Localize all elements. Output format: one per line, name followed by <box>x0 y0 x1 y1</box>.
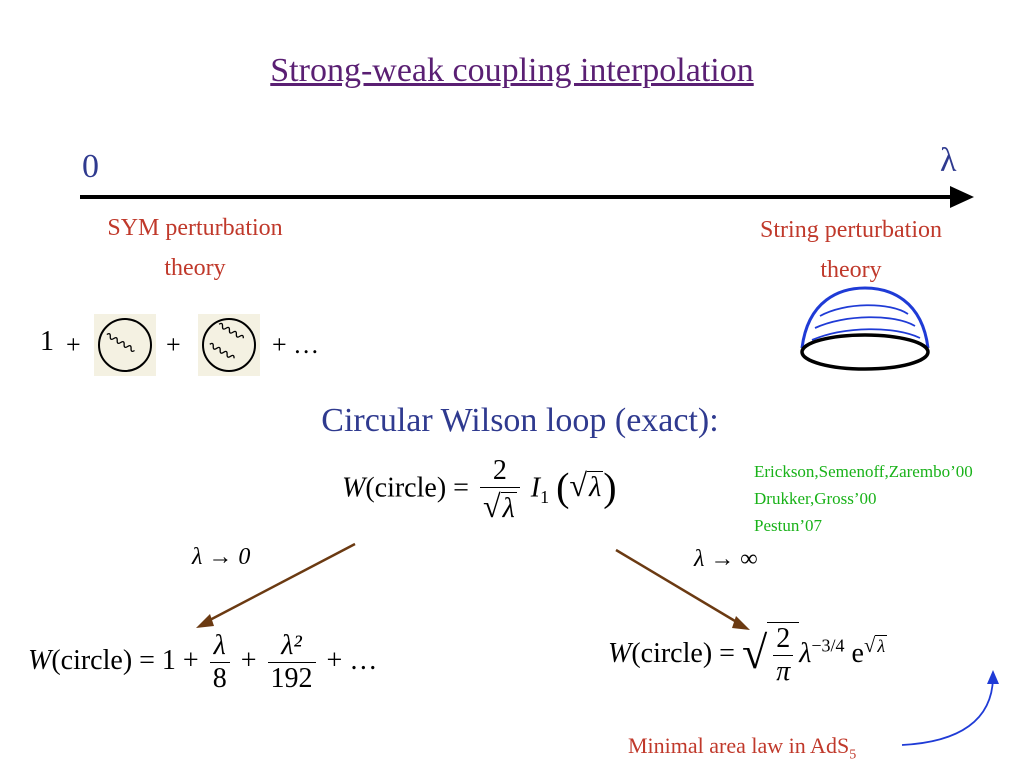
minimal-area-sub: 5 <box>849 747 856 762</box>
weak-coupling-arrowhead <box>196 614 214 628</box>
weak-formula-W: W <box>28 645 51 676</box>
minimal-area-text: Minimal area law in AdS <box>628 733 849 758</box>
strong-formula-W: W <box>608 638 631 669</box>
weak-fraction-2-den: 192 <box>268 662 316 695</box>
strong-coupling-limit: λ → ∞ <box>694 546 758 573</box>
strong-exp-sqrt: √λ <box>864 636 887 656</box>
weak-coupling-formula: W(circle) = 1 + λ 8 + λ² 192 + … <box>28 630 377 695</box>
weak-fraction-2: λ² 192 <box>268 630 316 695</box>
weak-fraction-2-num: λ² <box>268 630 316 662</box>
minimal-area-annotation: Minimal area law in AdS5 <box>628 733 856 763</box>
strong-exponent: −3/4 <box>811 636 844 656</box>
strong-exp-sqrt-body: λ <box>875 635 887 656</box>
annotation-arrowhead <box>987 670 999 684</box>
strong-fraction-num: 2 <box>773 623 793 655</box>
weak-fraction-1: λ 8 <box>210 630 230 695</box>
strong-fraction-den: π <box>773 655 793 688</box>
weak-fraction-1-den: 8 <box>210 662 230 695</box>
weak-fraction-1-num: λ <box>210 630 230 662</box>
weak-tail: + … <box>327 645 378 676</box>
strong-formula-lhs: (circle) = <box>631 638 735 669</box>
annotation-arrow <box>902 678 993 745</box>
weak-coupling-limit: λ → 0 <box>192 544 250 571</box>
weak-formula-lhs: (circle) = 1 + <box>51 645 198 676</box>
weak-plus: + <box>241 645 257 676</box>
strong-e: e <box>852 638 864 669</box>
strong-lambda: λ <box>799 638 811 669</box>
